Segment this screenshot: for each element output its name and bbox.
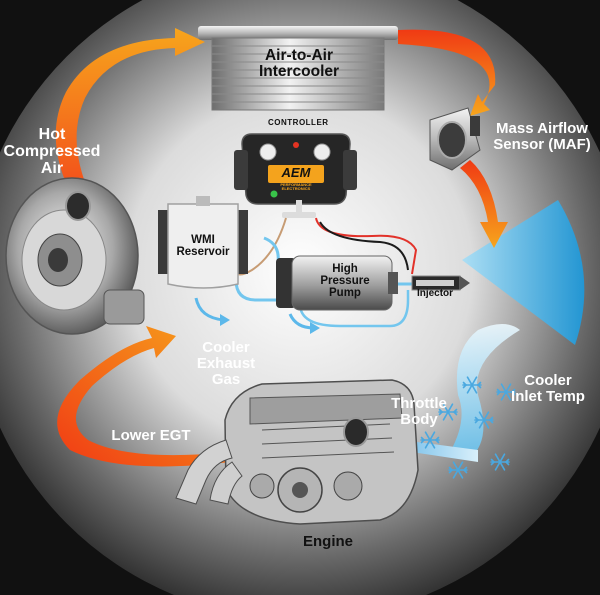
maf-to-injector-arrow [460, 160, 508, 248]
lower-egt-label: Lower EGT [111, 427, 191, 444]
cooler-exhaust-label: Cooler Exhaust Gas [196, 339, 256, 388]
injector-label: Injector [416, 288, 454, 299]
hot-air-label: Hot Compressed Air [3, 126, 101, 177]
pump-icon [276, 255, 398, 311]
ground-wire [319, 221, 409, 271]
cooler-inlet-label: Cooler Inlet Temp [511, 372, 585, 405]
cool-inlet-stream [450, 324, 520, 458]
reservoir-label: WMI Reservoir [176, 234, 230, 259]
pump-label: High Pressure Pump [320, 263, 370, 300]
intercooler-icon [198, 26, 398, 111]
injector-icon [411, 275, 470, 291]
hot-air-arrow [55, 28, 205, 200]
reservoir-icon [158, 196, 248, 289]
engine-icon [175, 379, 419, 525]
power-wire [315, 217, 418, 275]
brand-tagline: PERFORMANCE ELECTRONICS [280, 182, 312, 192]
flow-arrowhead-mid [310, 322, 320, 334]
flow-arrowhead-left [220, 314, 230, 326]
controller-label: CONTROLLER [268, 118, 329, 127]
brand-logo: AEM [281, 165, 311, 180]
maf-label: Mass Airflow Sensor (MAF) [493, 120, 591, 153]
maf-sensor-icon [429, 107, 481, 171]
cool-air-fan [462, 200, 585, 345]
throttle-body-label: Throttle Body [391, 395, 447, 428]
return-hose [298, 290, 410, 328]
controller-icon [234, 133, 357, 218]
intercooler-to-maf-arrow [398, 29, 496, 116]
turbocharger-icon [5, 177, 145, 335]
engine-label: Engine [302, 533, 353, 550]
intercooler-label: Air-to-Air Intercooler [258, 47, 340, 81]
